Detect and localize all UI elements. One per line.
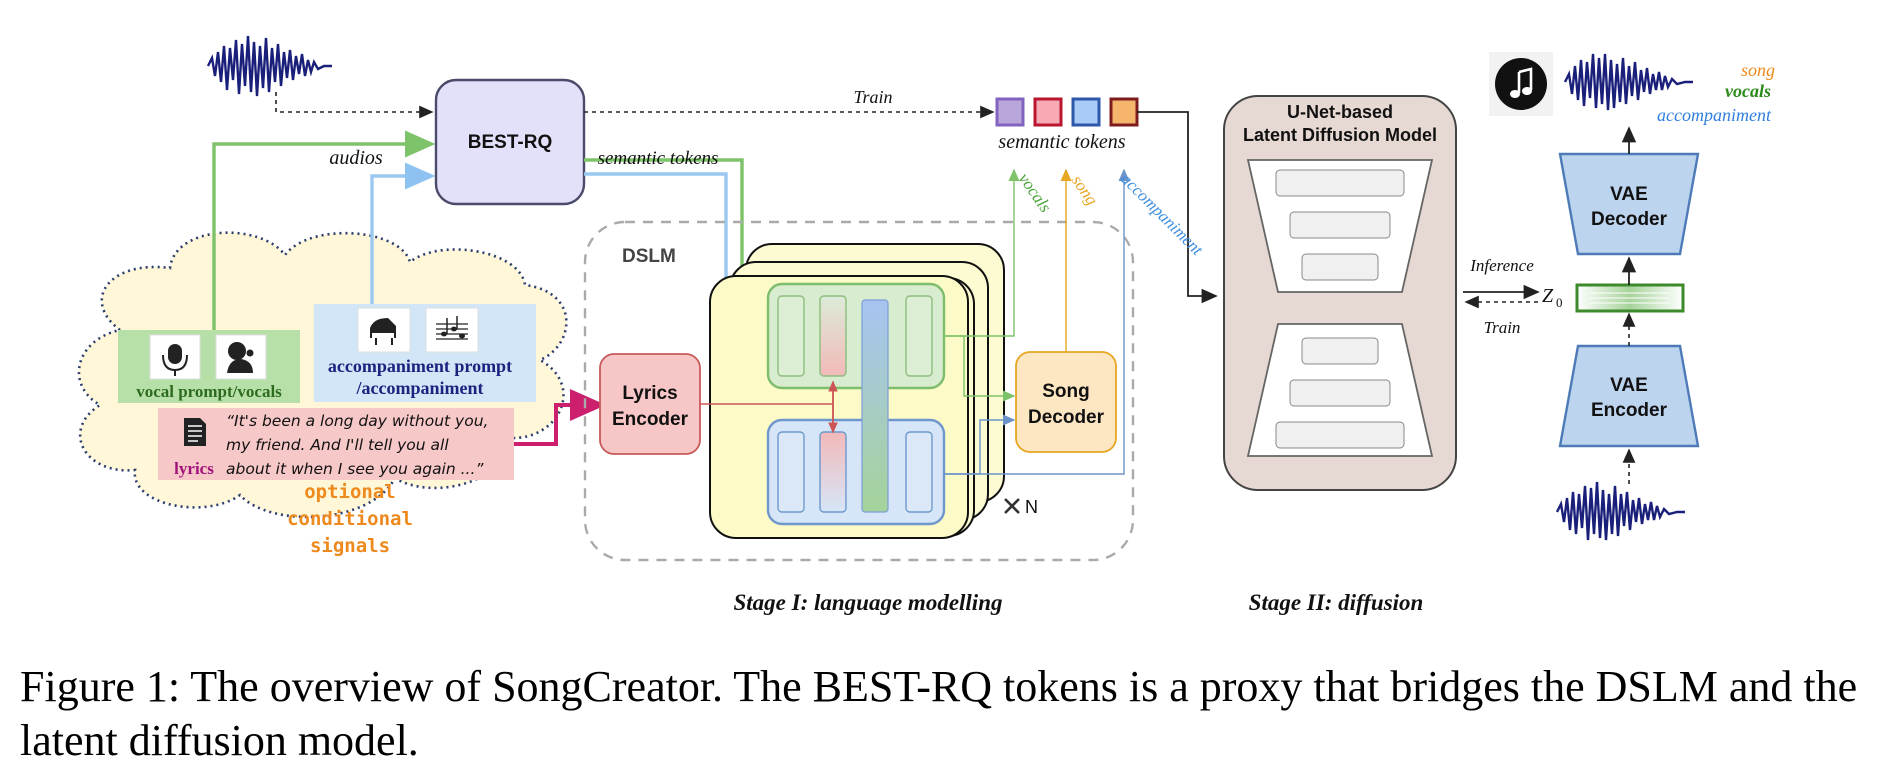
waveform-icon <box>206 35 332 97</box>
vocal-prompt-label: vocal prompt/vocals <box>136 382 282 401</box>
z0-subscript: 0 <box>1556 295 1563 310</box>
piano-icon <box>370 318 396 345</box>
vae-decoder-label-1: VAE <box>1610 184 1648 205</box>
semantic-tokens-label: semantic tokens <box>998 131 1125 153</box>
lyrics-text-line-1: “It's been a long day without you, <box>226 412 488 430</box>
shared-attention-bar <box>861 299 889 513</box>
stage-1-label: Stage I: language modelling <box>734 590 1003 615</box>
song-decoder-label-1: Song <box>1042 381 1090 402</box>
train-bottom-label: Train <box>1484 318 1521 337</box>
stage-2-label: Stage II: diffusion <box>1249 590 1424 615</box>
optional-signals-line-3: signals <box>310 535 390 557</box>
music-note-icon <box>1495 58 1547 110</box>
accompaniment-prompt-label: accompaniment prompt <box>328 356 512 376</box>
semantic-tokens-edge-label: semantic tokens <box>598 148 719 169</box>
lyrics-encoder-label-1: Lyrics <box>622 383 677 404</box>
vae-encoder-box <box>1558 344 1700 448</box>
lyrics-text-line-3: about it when I see you again ...” <box>226 460 484 478</box>
semantic-token-3 <box>1071 97 1101 127</box>
semantic-token-4 <box>1109 97 1139 127</box>
audios-label: audios <box>329 147 383 169</box>
inference-label: Inference <box>1469 256 1534 275</box>
unet-label-2: Latent Diffusion Model <box>1243 125 1437 145</box>
output-song-label: song <box>1741 60 1775 80</box>
dslm-label: DSLM <box>622 246 676 267</box>
vae-decoder-box <box>1558 152 1700 256</box>
singer-icon <box>227 342 254 373</box>
vocal-prompt-panel <box>118 330 300 403</box>
optional-signals-line-1: optional <box>304 481 396 503</box>
output-vocals-label: vocals <box>1725 81 1771 101</box>
dslm-region <box>583 220 1135 562</box>
waveform-icon <box>1555 481 1685 541</box>
accompaniment-label: /accompaniment <box>356 378 484 398</box>
unet-label-1: U-Net-based <box>1287 102 1393 122</box>
semantic-token-1 <box>995 97 1025 127</box>
microphone-icon <box>162 344 188 376</box>
song-decoder-label-2: Decoder <box>1028 407 1105 428</box>
z0-label: Z <box>1542 285 1554 307</box>
figure-caption: Figure 1: The overview of SongCreator. T… <box>20 662 1858 765</box>
accompaniment-edge-label: accompaniment <box>1117 169 1207 259</box>
accompaniment-decoder-block <box>766 418 946 526</box>
lyrics-label: lyrics <box>174 459 214 478</box>
best-rq-box <box>434 78 586 206</box>
document-icon <box>184 418 206 446</box>
lyrics-encoder-label-2: Encoder <box>612 409 689 430</box>
vae-decoder-label-2: Decoder <box>1591 209 1668 230</box>
music-score-icon <box>436 316 468 340</box>
optional-signals-line-2: conditional <box>287 508 413 530</box>
repeat-n-label: N <box>1025 497 1038 517</box>
best-rq-label: BEST-RQ <box>468 132 552 153</box>
train-top-label: Train <box>853 87 892 107</box>
lyrics-panel <box>158 408 514 480</box>
lyrics-text-line-2: my friend. And I'll tell you all <box>226 436 449 454</box>
vae-encoder-label-2: Encoder <box>1591 400 1668 421</box>
song-decoder-box <box>1015 351 1117 453</box>
song-edge-label: song <box>1068 171 1102 208</box>
waveform-icon <box>1563 53 1693 111</box>
output-accompaniment-label: accompaniment <box>1657 105 1772 125</box>
close-icon <box>1004 498 1020 514</box>
vae-encoder-label-1: VAE <box>1610 375 1648 396</box>
lyrics-encoder-box <box>599 353 701 455</box>
semantic-token-2 <box>1033 97 1063 127</box>
vocals-edge-label: vocals <box>1015 169 1056 216</box>
accompaniment-prompt-panel <box>314 304 536 402</box>
